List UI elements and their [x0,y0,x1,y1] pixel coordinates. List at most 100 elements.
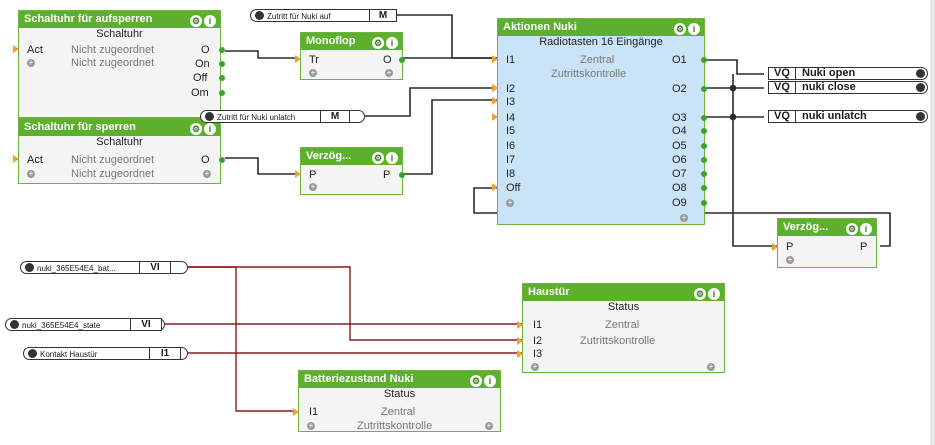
input-tag-nuki-bat[interactable]: nuki_365E54E4_bat... VI [20,261,188,274]
block-header[interactable]: Batteriezustand Nuki ⚙i [299,371,500,388]
plus-icon[interactable]: + [506,198,514,207]
input-pin[interactable] [13,155,19,163]
block-verzoegerung-1[interactable]: Verzög... ⚙i P P + [295,147,405,195]
plus-icon[interactable]: + [786,255,794,264]
block-schaltuhr-aufsperren[interactable]: Schaltuhr für aufsperren ⚙i Schaltuhr Ac… [13,10,225,118]
output-pin[interactable] [701,57,707,63]
info-icon[interactable]: i [204,15,216,27]
input-pin[interactable] [517,337,523,345]
input-pin[interactable] [492,84,498,92]
input-pin[interactable] [492,183,498,191]
output-pin[interactable] [219,61,225,67]
input-pin[interactable] [772,243,778,251]
plus-icon[interactable]: + [531,362,539,371]
input-tag-zutritt-unlatch[interactable]: Zutritt für Nuki unlatch M [200,110,365,123]
gear-icon[interactable] [28,349,37,358]
info-icon[interactable]: i [204,123,216,135]
gear-icon[interactable]: ⚙ [372,152,384,164]
input-label: I3 [533,348,543,360]
gear-icon[interactable]: ⚙ [190,123,202,135]
gear-icon[interactable] [916,69,925,78]
block-header[interactable]: Verzög... ⚙i [778,219,876,236]
block-header[interactable]: Schaltuhr für sperren ⚙i [19,119,220,136]
output-pin[interactable] [399,172,405,178]
output-pin[interactable] [701,200,707,206]
input-label-p: P [309,169,317,181]
plus-icon[interactable]: + [27,169,35,178]
gear-icon[interactable] [10,320,19,329]
gear-icon[interactable] [205,112,214,121]
block-verzoegerung-2[interactable]: Verzög... ⚙i P P + [772,218,877,268]
output-pin[interactable] [701,157,707,163]
block-group: Zutrittskontrolle [551,68,627,80]
gear-icon[interactable] [916,112,925,121]
block-header[interactable]: Haustür ⚙i [523,284,724,301]
gear-icon[interactable] [916,83,925,92]
block-header[interactable]: Aktionen Nuki ⚙i [498,19,704,36]
block-aktionen-nuki[interactable]: Aktionen Nuki ⚙i Radiotasten 16 Eingänge… [492,18,707,225]
plus-icon[interactable]: + [707,362,715,371]
input-tag-zutritt-auf[interactable]: Zutritt für Nuki auf M [250,9,397,22]
info-icon[interactable]: i [860,223,872,235]
input-tag-kontakt[interactable]: Kontakt Haustür I1 [23,347,188,360]
input-pin[interactable] [492,113,498,121]
output-pin[interactable] [219,157,225,163]
input-pin[interactable] [293,408,299,416]
block-header[interactable]: Monoflop ⚙i [301,33,402,50]
output-pin[interactable] [219,75,225,81]
block-haustuer[interactable]: Haustür ⚙i Status Zentral Zutrittskontro… [517,283,725,373]
input-pin[interactable] [492,97,498,105]
input-pin[interactable] [295,55,301,63]
output-pin[interactable] [701,185,707,191]
info-icon[interactable]: i [386,152,398,164]
info-icon[interactable]: i [484,375,496,387]
gear-icon[interactable]: ⚙ [372,37,384,49]
output-label: O7 [672,168,687,180]
block-group: Zutrittskontrolle [580,335,656,347]
plus-icon[interactable]: + [203,169,211,178]
gear-icon[interactable]: ⚙ [674,23,686,35]
output-pin[interactable] [701,86,707,92]
gear-icon[interactable]: ⚙ [846,223,858,235]
plus-icon[interactable]: + [27,58,35,67]
output-type: VQ [769,68,796,79]
output-pin[interactable] [701,115,707,121]
input-pin[interactable] [517,350,523,358]
vertical-scrollbar[interactable] [930,0,935,445]
block-header[interactable]: Schaltuhr für aufsperren ⚙i [19,11,220,28]
gear-icon[interactable]: ⚙ [470,375,482,387]
input-pin[interactable] [295,170,301,178]
plus-icon[interactable]: + [680,213,688,222]
gear-icon[interactable]: ⚙ [694,288,706,300]
plus-icon[interactable]: + [385,68,393,77]
plus-icon[interactable]: + [307,421,315,430]
input-pin[interactable] [492,55,498,63]
info-icon[interactable]: i [386,37,398,49]
output-pin[interactable] [701,143,707,149]
output-pin[interactable] [399,57,405,63]
gear-icon[interactable] [255,11,264,20]
gear-icon[interactable] [25,263,34,272]
block-monoflop[interactable]: Monoflop ⚙i Tr O + + [295,32,405,80]
info-icon[interactable]: i [708,288,720,300]
plus-icon[interactable]: + [309,182,317,191]
gear-icon[interactable]: ⚙ [190,15,202,27]
input-pin[interactable] [517,321,523,329]
input-tag-nuki-state[interactable]: nuki_365E54E4_state VI [5,318,165,331]
output-pin[interactable] [219,90,225,96]
output-pin[interactable] [701,171,707,177]
block-type: Schaltuhr [96,136,143,148]
info-icon[interactable]: i [688,23,700,35]
output-pin[interactable] [219,47,225,53]
output-pin[interactable] [701,128,707,134]
block-batteriezustand[interactable]: Batteriezustand Nuki ⚙i Status I1 Zentra… [293,370,501,432]
block-header[interactable]: Verzög... ⚙i [301,148,402,165]
plus-icon[interactable]: + [485,421,493,430]
block-schaltuhr-sperren[interactable]: Schaltuhr für sperren ⚙i Schaltuhr Act N… [13,118,225,184]
plus-icon[interactable]: + [309,68,317,77]
block-title: Monoflop [306,35,356,47]
input-pin[interactable] [13,45,19,53]
